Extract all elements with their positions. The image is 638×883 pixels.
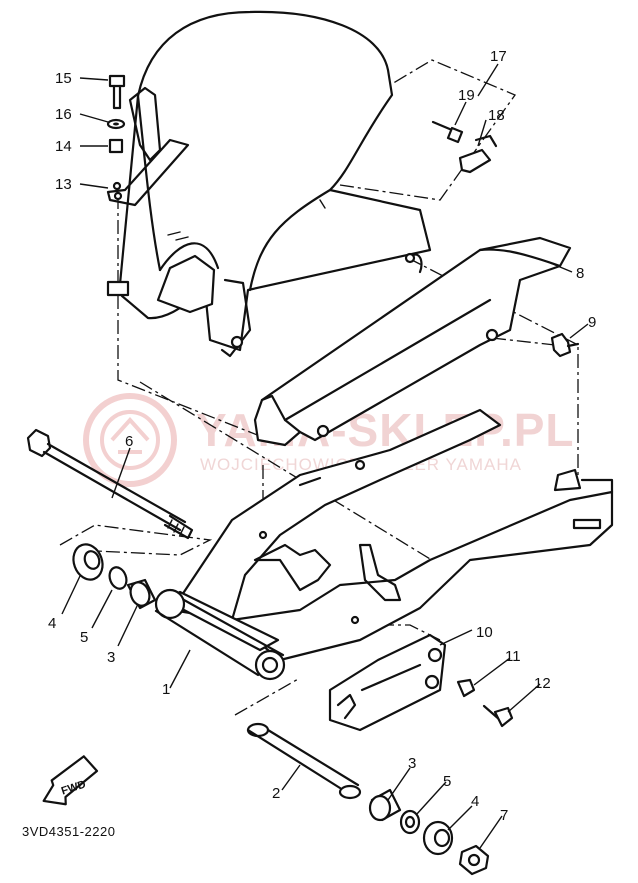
callout-9: 9 xyxy=(588,314,596,331)
fender-bracket xyxy=(106,74,190,297)
diagram-code: 3VD4351-2220 xyxy=(22,824,115,839)
callout-18: 18 xyxy=(488,107,505,124)
watermark-title: YAMA-SKLEP.PL xyxy=(196,404,575,456)
pivot-shaft-6 xyxy=(26,428,194,540)
callout-19: 19 xyxy=(458,87,475,104)
callout-1: 1 xyxy=(162,681,170,698)
callout-4a: 4 xyxy=(48,615,56,632)
chain-tensioner xyxy=(328,633,514,732)
callout-8: 8 xyxy=(576,265,584,282)
chain-guard xyxy=(253,236,580,447)
grommet-parts xyxy=(431,120,498,174)
callout-2: 2 xyxy=(272,785,280,802)
callout-leaders xyxy=(61,63,589,849)
rear-fender xyxy=(118,10,432,358)
callout-13: 13 xyxy=(55,176,72,193)
callout-17: 17 xyxy=(490,48,507,65)
callout-10: 10 xyxy=(476,624,493,641)
callout-16: 16 xyxy=(55,106,72,123)
shaft-2 xyxy=(246,722,362,800)
callout-14: 14 xyxy=(55,138,72,155)
fwd-arrow: FWD xyxy=(42,755,99,806)
callout-15: 15 xyxy=(55,70,72,87)
pivot-bushings-right xyxy=(368,788,490,876)
swingarm xyxy=(154,408,614,681)
callout-5a: 5 xyxy=(80,629,88,646)
callout-4b: 4 xyxy=(471,793,479,810)
pivot-bushings-left xyxy=(72,543,157,610)
callout-3a: 3 xyxy=(107,649,115,666)
callout-11: 11 xyxy=(505,648,521,665)
callout-labels: 15 16 14 13 17 19 18 8 9 6 10 11 12 4 5 … xyxy=(48,48,596,824)
callout-5b: 5 xyxy=(443,773,451,790)
callout-7: 7 xyxy=(500,807,508,824)
callout-3b: 3 xyxy=(408,755,416,772)
callout-12: 12 xyxy=(534,675,551,692)
callout-6: 6 xyxy=(125,433,133,450)
